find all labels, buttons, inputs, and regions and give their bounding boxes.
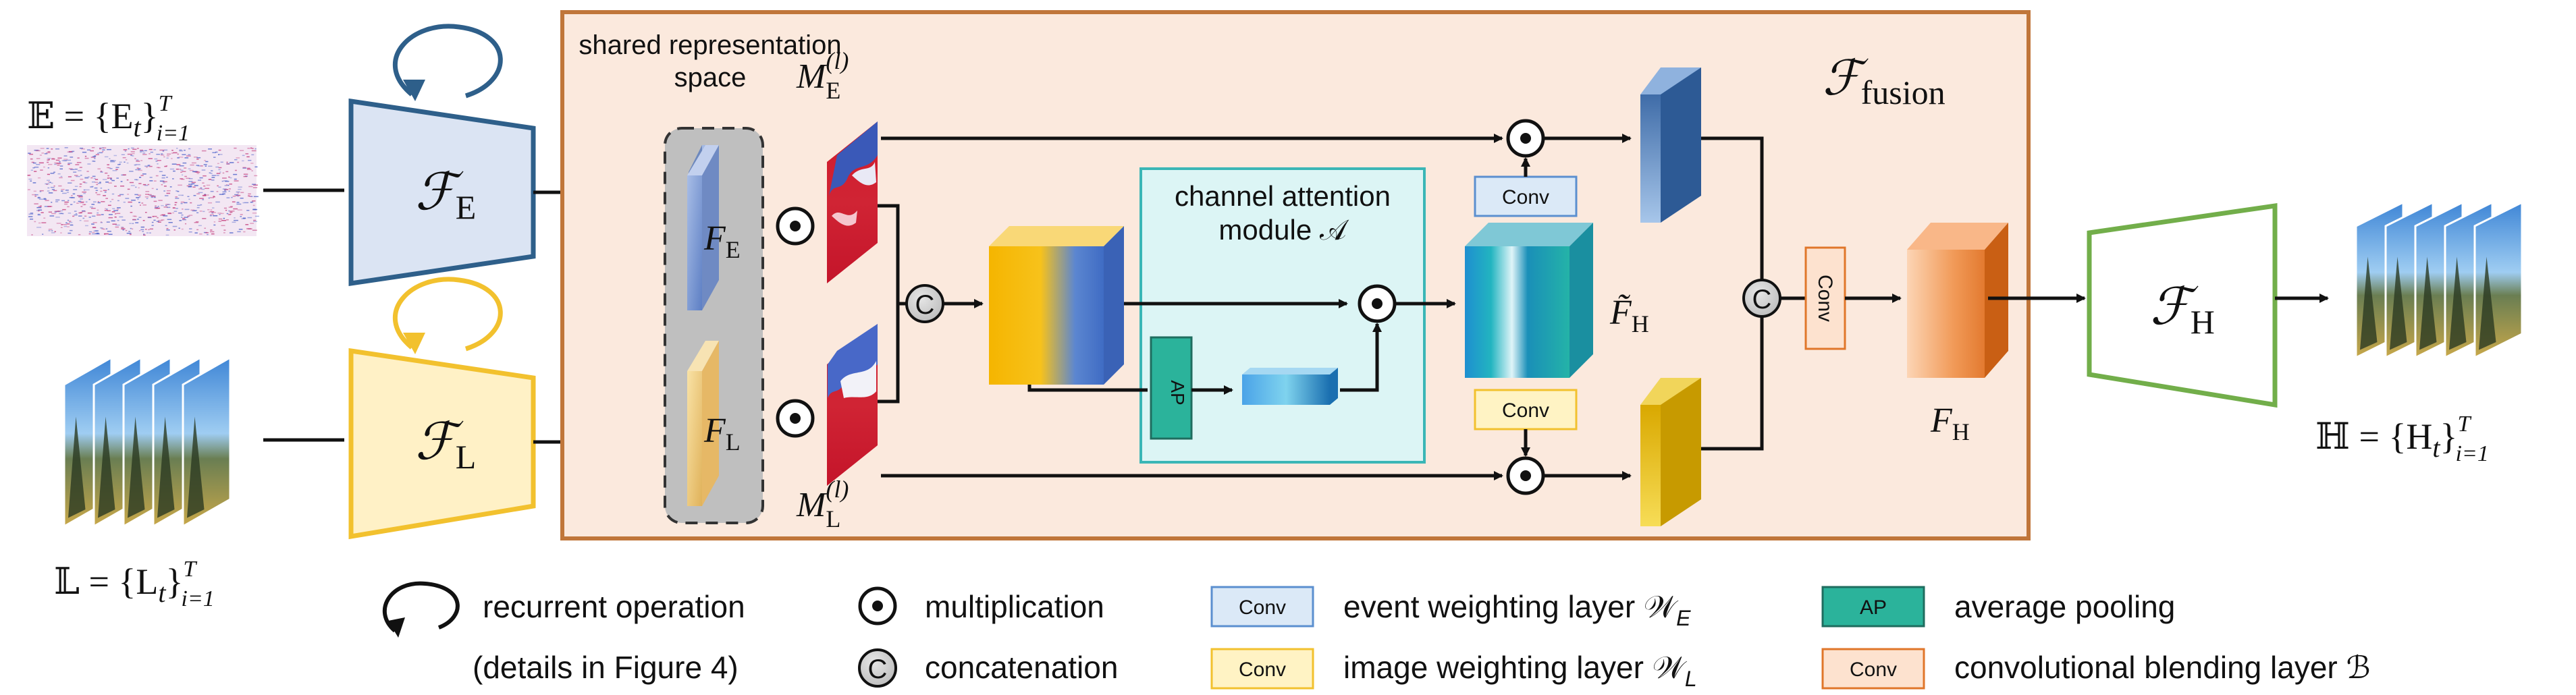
mult-image-icon bbox=[776, 399, 815, 438]
mask-image-label: ML(l) bbox=[796, 476, 849, 532]
svg-text:image weighting layer 𝒲L: image weighting layer 𝒲L bbox=[1343, 650, 1697, 691]
ldr-image-stack bbox=[63, 356, 232, 528]
legend-conv-blend: Conv bbox=[1821, 648, 1925, 690]
hdr-decoder: ℱH bbox=[2087, 202, 2278, 408]
svg-text:Conv: Conv bbox=[1239, 596, 1286, 619]
feature-event-label: FE bbox=[703, 219, 741, 263]
svg-text:C: C bbox=[868, 655, 888, 684]
event-encoder: ℱE bbox=[348, 98, 536, 287]
mult-event-icon bbox=[776, 206, 815, 246]
attention-vector bbox=[1242, 368, 1338, 405]
svg-text:module 𝒜: module 𝒜 bbox=[1218, 214, 1349, 246]
svg-text:(details in Figure 4): (details in Figure 4) bbox=[473, 650, 739, 685]
svg-text:Conv: Conv bbox=[1502, 399, 1549, 422]
event-recurrent-arrowhead bbox=[403, 80, 425, 101]
legend-concat-icon: C bbox=[858, 648, 897, 688]
svg-text:Conv: Conv bbox=[1502, 186, 1549, 208]
legend-mult-icon bbox=[858, 586, 897, 626]
svg-text:recurrent operation: recurrent operation bbox=[483, 589, 745, 624]
svg-text:convolutional blending layer ℬ: convolutional blending layer ℬ bbox=[1954, 650, 2371, 685]
svg-text:Conv: Conv bbox=[1850, 659, 1897, 681]
conv-blending: Conv bbox=[1804, 246, 1846, 350]
weighted-image-slab bbox=[1640, 378, 1701, 526]
concat-feature-block bbox=[989, 226, 1124, 385]
mask-event-image bbox=[827, 121, 878, 283]
image-encoder: ℱL bbox=[348, 348, 536, 540]
event-stream-image bbox=[27, 145, 259, 236]
line-mask-image-to-concat bbox=[878, 304, 900, 404]
feature-image-label: FL bbox=[703, 412, 741, 455]
svg-text:𝕃 = {Lt}Ti=1: 𝕃 = {Lt}Ti=1 bbox=[54, 557, 215, 611]
legend-recurrent-icon bbox=[382, 581, 460, 638]
tilde-feature-block bbox=[1465, 223, 1593, 378]
final-feature-label: FH bbox=[1930, 401, 1970, 445]
mask-event-label: ME(l) bbox=[796, 47, 849, 104]
svg-text:Conv: Conv bbox=[1239, 659, 1286, 681]
legend: recurrent operation (details in Figure 4… bbox=[382, 581, 2371, 691]
hdr-image-stack bbox=[2355, 200, 2523, 360]
conv-image-weighting: Conv bbox=[1474, 389, 1578, 430]
line-feature-to-ap bbox=[1027, 385, 1148, 392]
weighted-event-slab bbox=[1640, 67, 1701, 223]
svg-text:ℍ = {Ht}Ti=1: ℍ = {Ht}Ti=1 bbox=[2315, 412, 2489, 466]
svg-text:ℱL: ℱL bbox=[415, 414, 476, 476]
feature-event-block bbox=[687, 145, 719, 310]
svg-text:Conv: Conv bbox=[1814, 275, 1836, 322]
arrow-vector-to-attn-mult bbox=[1340, 323, 1382, 392]
final-feature-block bbox=[1907, 223, 2008, 378]
svg-text:C: C bbox=[1752, 285, 1772, 314]
svg-text:ME(l): ME(l) bbox=[796, 47, 849, 104]
svg-text:space: space bbox=[674, 63, 747, 92]
weight-event-mult-icon bbox=[1506, 119, 1545, 158]
svg-text:ML(l): ML(l) bbox=[796, 476, 849, 532]
line-image-slab-to-concat bbox=[1701, 317, 1764, 451]
event-recurrent-loop-icon bbox=[393, 24, 503, 99]
mask-image-image bbox=[827, 324, 878, 486]
svg-text:AP: AP bbox=[1167, 380, 1188, 405]
image-recurrent-arrowhead bbox=[403, 333, 425, 354]
svg-text:𝔼 = {Et}Ti=1: 𝔼 = {Et}Ti=1 bbox=[27, 91, 190, 146]
weight-image-mult-icon bbox=[1506, 456, 1545, 495]
ap-block: AP bbox=[1150, 336, 1193, 440]
line-event-slab-to-concat bbox=[1701, 136, 1764, 280]
svg-text:channel attention: channel attention bbox=[1175, 180, 1391, 212]
attention-mult-icon bbox=[1358, 284, 1397, 323]
svg-text:event weighting layer 𝒲E: event weighting layer 𝒲E bbox=[1343, 589, 1691, 630]
final-concat-icon: C bbox=[1742, 279, 1781, 318]
legend-conv-image: Conv bbox=[1210, 648, 1314, 690]
concat-icon: C bbox=[905, 284, 944, 323]
legend-ap: AP bbox=[1821, 586, 1925, 628]
tilde-feature-label: F̃H bbox=[1609, 294, 1649, 337]
svg-text:average pooling: average pooling bbox=[1954, 589, 2175, 624]
svg-text:multiplication: multiplication bbox=[925, 589, 1104, 624]
svg-text:shared representation: shared representation bbox=[579, 30, 841, 60]
feature-image-block bbox=[687, 341, 719, 506]
image-recurrent-loop-icon bbox=[393, 277, 503, 352]
conv-event-weighting: Conv bbox=[1474, 175, 1578, 217]
line-mask-event-to-concat bbox=[878, 204, 908, 306]
svg-text:concatenation: concatenation bbox=[925, 650, 1118, 685]
svg-text:AP: AP bbox=[1860, 596, 1887, 619]
legend-conv-event: Conv bbox=[1210, 586, 1314, 628]
shared-space-label: shared representation space bbox=[579, 30, 841, 92]
svg-text:C: C bbox=[915, 290, 935, 320]
